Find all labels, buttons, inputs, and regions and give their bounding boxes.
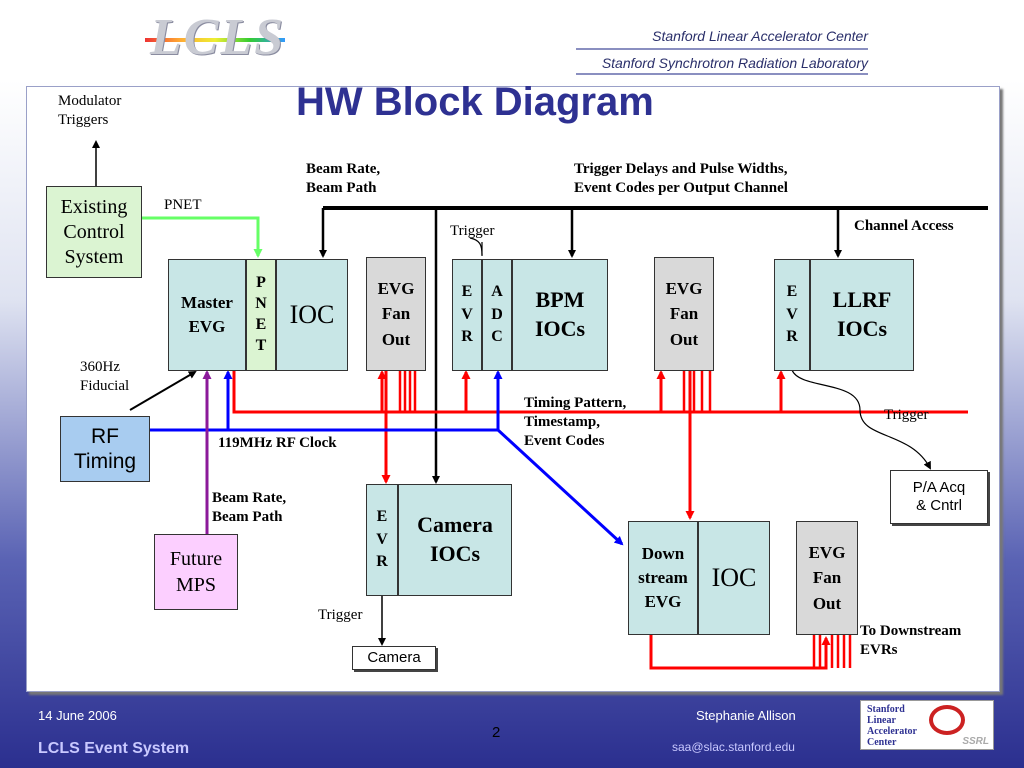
footer-email: saa@slac.stanford.edu bbox=[672, 740, 795, 754]
rf-timing-box: RF Timing bbox=[60, 416, 150, 482]
bpm-iocs-box: BPM IOCs bbox=[512, 259, 608, 371]
evr-box-bpm: E V R bbox=[452, 259, 482, 371]
evg-fanout-box-1: EVG Fan Out bbox=[366, 257, 426, 371]
mps-beam-rate-label: Beam Rate, Beam Path bbox=[212, 490, 287, 525]
evg-fanout-box-2: EVG Fan Out bbox=[654, 257, 714, 371]
trigger-llrf-label: Trigger bbox=[884, 407, 929, 423]
pa-acq-cntrl-box: P/A Acq & Cntrl bbox=[890, 470, 988, 524]
future-mps-box: Future MPS bbox=[154, 534, 238, 610]
logo-stripe bbox=[145, 38, 285, 42]
ssrl-logo-text: SSRL bbox=[962, 736, 989, 747]
camera-iocs-box: Camera IOCs bbox=[398, 484, 512, 596]
modulator-triggers-label: Modulator Triggers bbox=[58, 93, 122, 128]
evg-fanout-box-3: EVG Fan Out bbox=[796, 521, 858, 635]
trigger-adc-label: Trigger bbox=[450, 223, 495, 239]
slac-ssrl-logo: Stanford Linear Accelerator Center SSRL bbox=[860, 700, 994, 750]
footer-date: 14 June 2006 bbox=[38, 708, 117, 723]
org-name-slac: Stanford Linear Accelerator Center bbox=[652, 28, 868, 44]
trigger-delays-label: Trigger Delays and Pulse Widths, Event C… bbox=[574, 161, 788, 196]
page-title: HW Block Diagram bbox=[296, 80, 654, 124]
trigger-camera-label: Trigger bbox=[318, 607, 363, 623]
page-number: 2 bbox=[492, 724, 501, 741]
org-name-ssrl: Stanford Synchrotron Radiation Laborator… bbox=[601, 55, 868, 71]
evr-box-camera: E V R bbox=[366, 484, 398, 596]
header-divider bbox=[576, 48, 868, 50]
slac-logo-text: Stanford Linear Accelerator Center bbox=[867, 704, 917, 748]
master-evg-box: Master EVG bbox=[168, 259, 246, 371]
channel-access-label: Channel Access bbox=[854, 218, 954, 234]
timing-pattern-label: Timing Pattern, Timestamp, Event Codes bbox=[524, 395, 627, 449]
pnet-label: PNET bbox=[164, 197, 202, 213]
rf-clock-label: 119MHz RF Clock bbox=[218, 435, 337, 451]
downstream-evg-box: Down stream EVG bbox=[628, 521, 698, 635]
to-downstream-label: To Downstream EVRs bbox=[860, 623, 962, 658]
ioc-box-master: IOC bbox=[276, 259, 348, 371]
footer-event-system: LCLS Event System bbox=[38, 740, 190, 757]
evr-box-llrf: E V R bbox=[774, 259, 810, 371]
camera-box: Camera bbox=[352, 646, 436, 670]
footer-author: Stephanie Allison bbox=[696, 708, 796, 723]
existing-control-system-box: Existing Control System bbox=[46, 186, 142, 278]
pnet-box: P N E T bbox=[246, 259, 276, 371]
ioc-box-downstream: IOC bbox=[698, 521, 770, 635]
header-divider-2 bbox=[576, 73, 868, 75]
adc-box: A D C bbox=[482, 259, 512, 371]
ssrl-ring-icon bbox=[929, 705, 965, 735]
llrf-iocs-box: LLRF IOCs bbox=[810, 259, 914, 371]
lcls-logo: LCLS bbox=[150, 9, 286, 66]
fiducial-label: 360Hz Fiducial bbox=[80, 359, 130, 394]
beam-rate-label: Beam Rate, Beam Path bbox=[306, 161, 381, 196]
